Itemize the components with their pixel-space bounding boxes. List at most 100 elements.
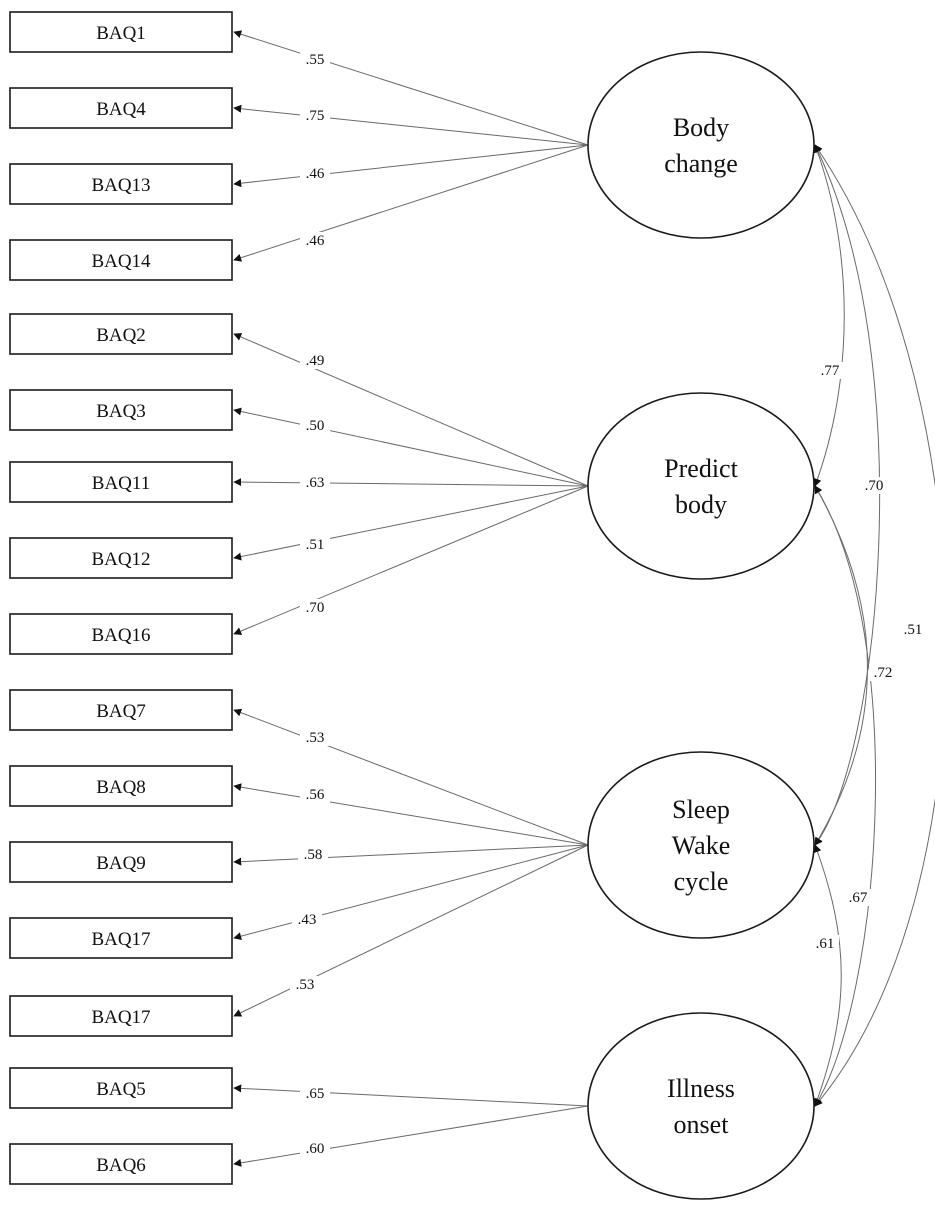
indicator-rect — [9, 1143, 233, 1185]
loading-label-bg — [300, 165, 330, 182]
indicator-box-baq11-6: BAQ11 — [9, 461, 233, 503]
covariance-label: .70 — [860, 477, 888, 494]
indicator-label: BAQ9 — [96, 853, 146, 874]
factor-label-line: Body — [673, 113, 729, 142]
loading-value: .56 — [306, 787, 325, 803]
factor-label-line: body — [675, 490, 727, 519]
loading-label-bg — [298, 846, 328, 863]
indicator-label: BAQ5 — [96, 1079, 146, 1100]
indicator-box-baq17-13: BAQ17 — [9, 995, 233, 1037]
loading-label: .63 — [300, 474, 330, 491]
loading-label: .56 — [300, 786, 330, 803]
loading-arrow — [233, 485, 589, 561]
loading-label-bg — [300, 536, 330, 553]
loading-label: .43 — [292, 911, 322, 928]
indicator-box-baq5-14: BAQ5 — [9, 1067, 233, 1109]
indicator-label: BAQ4 — [96, 99, 146, 120]
loading-label: .70 — [300, 599, 330, 616]
indicator-rect — [9, 163, 233, 205]
indicator-box-baq16-8: BAQ16 — [9, 613, 233, 655]
loading-label-bg — [300, 729, 330, 746]
loading-value: .60 — [306, 1141, 325, 1157]
loading-label-bg — [300, 786, 330, 803]
covariance-arrow — [814, 144, 881, 846]
indicator-rect — [9, 917, 233, 959]
loading-arrow — [233, 104, 589, 146]
indicator-label: BAQ3 — [96, 401, 146, 422]
loading-arrow — [233, 30, 589, 146]
factor-label-line: Illness — [667, 1074, 735, 1103]
indicator-box-baq1-0: BAQ1 — [9, 11, 233, 53]
indicator-rect — [9, 613, 233, 655]
indicator-label: BAQ12 — [91, 549, 150, 570]
indicator-rect — [9, 239, 233, 281]
covariance-value: .61 — [816, 936, 835, 952]
loading-label: .51 — [300, 536, 330, 553]
indicator-box-baq13-2: BAQ13 — [9, 163, 233, 205]
loading-value: .75 — [306, 108, 325, 124]
indicator-box-baq8-10: BAQ8 — [9, 765, 233, 807]
indicator-rect — [9, 313, 233, 355]
loading-label: .65 — [300, 1085, 330, 1102]
loading-arrow — [233, 783, 589, 846]
indicator-box-baq2-4: BAQ2 — [9, 313, 233, 355]
covariance-value: .70 — [865, 478, 884, 494]
indicator-label: BAQ7 — [96, 701, 146, 722]
loading-label: .50 — [300, 417, 330, 434]
indicator-box-baq4-1: BAQ4 — [9, 87, 233, 129]
loading-arrow — [233, 844, 589, 1017]
loading-label-bg — [300, 51, 330, 68]
loading-value: .51 — [306, 537, 325, 553]
loading-label: .46 — [300, 165, 330, 182]
covariance-label: .51 — [899, 621, 927, 638]
factor-ellipse — [587, 751, 815, 939]
loading-value: .46 — [306, 233, 325, 249]
indicator-rect — [9, 995, 233, 1037]
loading-label: .53 — [300, 729, 330, 746]
loading-label: .58 — [298, 846, 328, 863]
loading-label-bg — [290, 976, 320, 993]
indicator-rect — [9, 689, 233, 731]
covariance-arrow — [814, 485, 877, 1107]
indicator-rect — [9, 389, 233, 431]
indicator-box-baq3-5: BAQ3 — [9, 389, 233, 431]
indicator-rect — [9, 87, 233, 129]
loading-label-bg — [300, 417, 330, 434]
loading-arrow — [233, 708, 589, 846]
loading-arrow — [233, 144, 589, 262]
loading-value: .63 — [306, 475, 325, 491]
loading-label-bg — [300, 599, 330, 616]
covariance-value: .67 — [849, 890, 868, 906]
factor-label-line: Sleep — [672, 795, 730, 824]
factor-label-line: Wake — [672, 831, 731, 860]
loading-arrow — [233, 333, 589, 487]
indicator-label: BAQ11 — [92, 473, 150, 494]
loading-label-bg — [300, 232, 330, 249]
loading-value: .53 — [306, 730, 325, 746]
indicator-label: BAQ17 — [91, 1007, 150, 1028]
indicator-label: BAQ8 — [96, 777, 146, 798]
loading-arrow — [233, 844, 589, 866]
loading-value: .50 — [306, 418, 325, 434]
indicator-label: BAQ16 — [91, 625, 150, 646]
factor-label-line: change — [664, 149, 738, 178]
covariance-value: .51 — [904, 622, 923, 638]
covariance-label: .77 — [816, 362, 844, 379]
covariance-value: .72 — [874, 665, 893, 681]
loading-arrow — [233, 1084, 589, 1107]
factor-ellipse — [587, 1012, 815, 1200]
loading-value: .70 — [306, 600, 325, 616]
indicator-label: BAQ6 — [96, 1155, 146, 1176]
loading-arrow — [233, 407, 589, 487]
loading-label-bg — [300, 107, 330, 124]
indicator-box-baq17-12: BAQ17 — [9, 917, 233, 959]
indicator-box-baq12-7: BAQ12 — [9, 537, 233, 579]
covariance-label-bg — [860, 477, 888, 494]
indicator-rect — [9, 1067, 233, 1109]
loading-arrow — [233, 485, 589, 635]
loading-label-bg — [300, 352, 330, 369]
indicator-rect — [9, 841, 233, 883]
loading-label: .55 — [300, 51, 330, 68]
factor-label-line: Predict — [664, 454, 738, 483]
